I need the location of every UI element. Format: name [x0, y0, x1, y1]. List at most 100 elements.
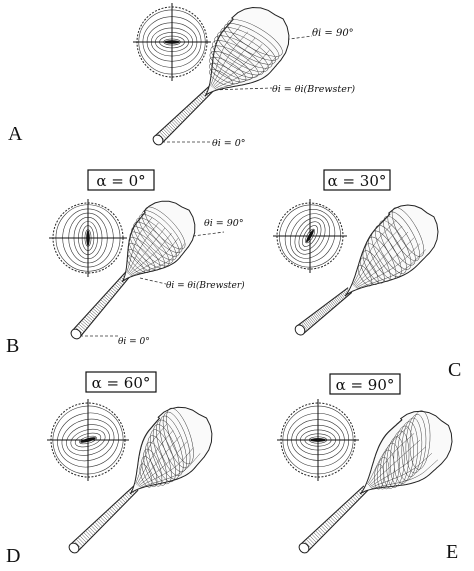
tube-ring-e	[318, 527, 326, 534]
radiation-bulb-b	[121, 200, 196, 283]
ellipse-family-c	[279, 204, 341, 268]
tube-ring-a	[183, 109, 189, 117]
tube-ring-c	[334, 297, 340, 304]
tube-ring-a	[171, 120, 178, 128]
tube-ring-d	[98, 518, 105, 525]
alpha-box-b: α = 0°	[87, 169, 155, 191]
bulb-section-b	[131, 226, 170, 267]
bulb-section-d	[162, 411, 191, 469]
tube-ring-b	[87, 313, 95, 320]
tube-ring-b	[108, 290, 115, 296]
tube-ring-e	[304, 540, 312, 549]
tube-ring-b	[111, 287, 118, 293]
tube-ring-e	[309, 535, 317, 543]
alpha-box-c: α = 30°	[323, 169, 391, 191]
ellipse-d	[70, 428, 106, 452]
tube-ring-d	[126, 492, 132, 498]
bulb-meridian-c	[352, 220, 397, 285]
tube-ring-d	[116, 501, 123, 507]
tube-ring-e	[326, 520, 333, 527]
tube-ring-a	[194, 99, 201, 105]
bulb-meridian-b	[128, 227, 166, 275]
tube-ring-c	[302, 321, 310, 330]
ellipse-d	[52, 405, 124, 475]
polarization-drawings	[47, 3, 453, 554]
tube-ring-a	[198, 96, 204, 102]
tube-ring-b	[103, 296, 110, 302]
tube-ring-e	[305, 539, 314, 547]
bulb-meridian-d	[139, 447, 194, 488]
tube-ring-a	[162, 128, 170, 136]
tube-ring-c	[326, 303, 332, 310]
tube-ring-d	[102, 514, 108, 522]
tube-ring-d	[124, 494, 130, 500]
bulb-meridian-d	[138, 441, 187, 487]
tube-ring-c	[343, 290, 348, 297]
tube-ring-a	[166, 125, 173, 133]
bulb-meridian-b	[129, 233, 172, 275]
annotation-a-bottom: θi = 0°	[212, 138, 246, 149]
tube-ring-a	[169, 122, 177, 130]
bulb-meridian-b	[126, 217, 153, 273]
tube-ring-b	[112, 285, 119, 291]
tube-ring-d	[115, 502, 121, 509]
tube-ring-a	[172, 119, 180, 126]
bulb-section-b	[128, 237, 161, 271]
tube-ring-b	[109, 289, 116, 295]
tube-ring-e	[311, 533, 319, 541]
bulb-meridian-b	[130, 238, 179, 276]
tube-ring-b	[90, 309, 98, 316]
bulb-meridian-e	[371, 459, 438, 489]
annotation-a-top: θi = 90°	[312, 28, 354, 39]
alpha-box-d: α = 60°	[85, 371, 157, 393]
tube-ring-b	[105, 294, 112, 300]
tube-ring-e	[317, 528, 324, 536]
tube-ring-e	[348, 499, 355, 505]
tube-ring-a	[167, 123, 175, 131]
bulb-section-c	[375, 225, 407, 274]
tube-ring-e	[315, 530, 322, 538]
bulb-meridian-b	[125, 212, 146, 272]
ellipse-c	[294, 217, 326, 255]
tube-ring-a	[201, 92, 207, 99]
tube-ring-e	[307, 537, 315, 545]
tube-ring-e	[313, 532, 321, 540]
tube-ring-d	[87, 528, 94, 536]
tube-ring-c	[320, 307, 327, 315]
alpha-label-c: α = 30°	[328, 172, 387, 190]
stem-tube-e	[298, 485, 369, 554]
bulb-section-a	[210, 45, 259, 78]
panel-letter-c: C	[448, 359, 461, 381]
bulb-meridian-b	[131, 243, 185, 277]
bulb-section-d	[143, 448, 163, 487]
bulb-section-a	[209, 69, 233, 86]
bulb-meridian-d	[136, 430, 174, 485]
bulb-section-a	[209, 51, 253, 81]
bulb-meridian-a	[212, 37, 256, 88]
bulb-section-b	[129, 231, 166, 269]
tube-ring-b	[100, 299, 107, 306]
tube-ring-a	[203, 91, 209, 97]
alpha-label-e: α = 90°	[336, 376, 395, 394]
tube-ring-a	[161, 130, 169, 138]
tube-end-cap-c	[294, 324, 306, 336]
tube-ring-c	[311, 314, 318, 322]
tube-ring-c	[323, 305, 330, 313]
tube-ring-d	[92, 523, 100, 531]
tube-ring-e	[330, 516, 337, 523]
tube-ring-e	[345, 502, 351, 509]
bulb-meridian-d	[135, 424, 167, 484]
tube-ring-e	[333, 513, 340, 520]
polarization-sphere-b	[49, 199, 127, 277]
panel-letter-d: D	[6, 545, 20, 567]
polarization-sphere-c	[273, 199, 347, 273]
ellipse-c	[302, 225, 318, 247]
bulb-meridian-a	[215, 56, 277, 91]
tube-ring-c	[322, 306, 328, 314]
bulb-section-c	[379, 220, 412, 270]
bulb-section-e	[405, 414, 427, 474]
tube-ring-e	[341, 506, 347, 513]
tube-ring-d	[90, 525, 98, 532]
bulb-meridian-b	[127, 222, 159, 274]
bulb-meridian-c	[351, 214, 391, 285]
